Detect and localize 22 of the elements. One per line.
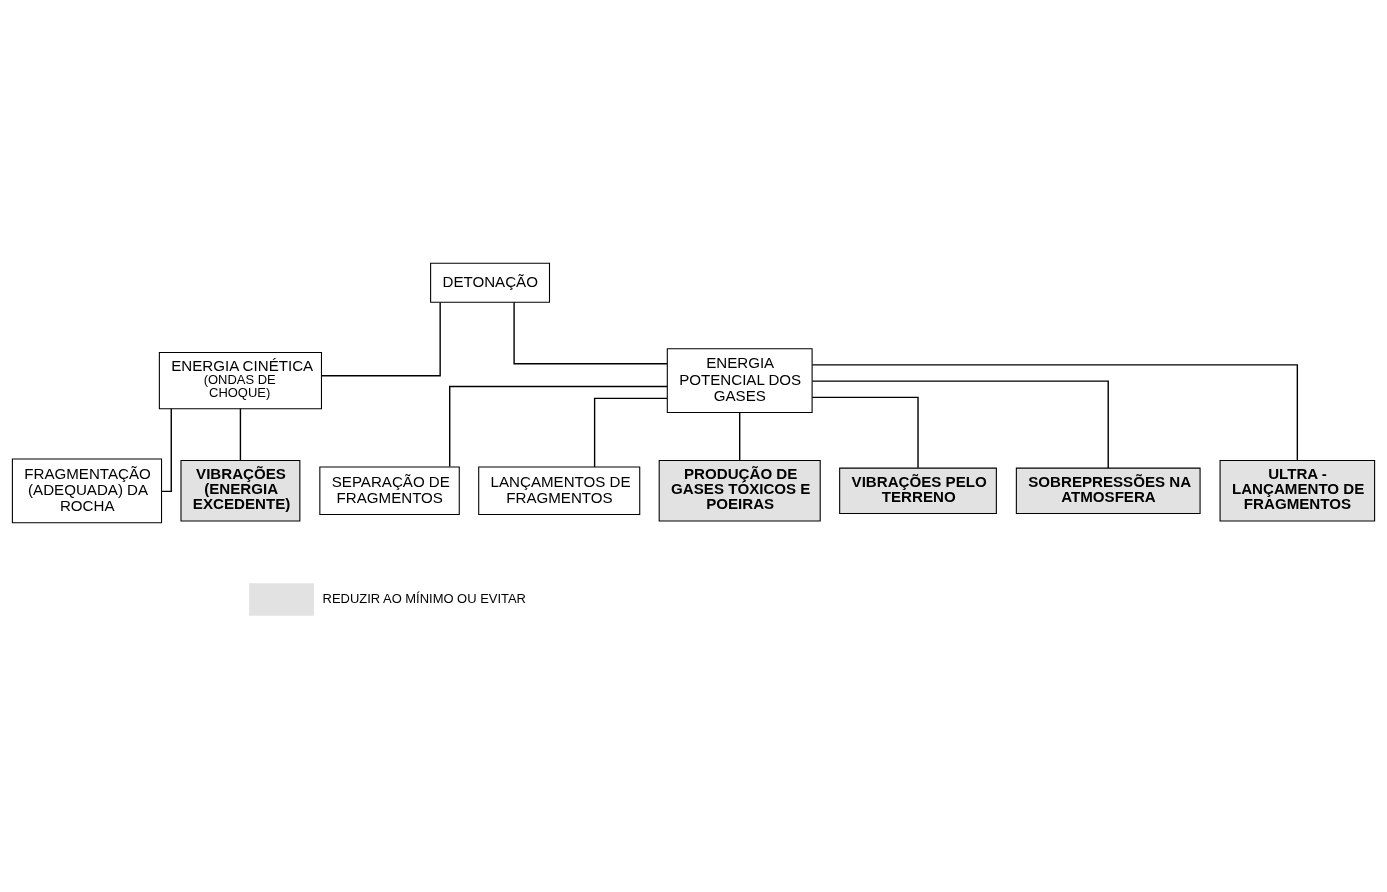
node-box: ENERGIA POTENCIAL DOS GASES (666, 347, 813, 413)
connector (811, 363, 1299, 461)
node-box: DETONAÇÃO (430, 262, 551, 303)
connector (160, 407, 172, 492)
connector (513, 301, 668, 365)
legend-label: REDUZIR AO MÍNIMO OU EVITAR (322, 590, 526, 606)
node-box: ULTRA - LANÇAMENTO DE FRAGMENTOS (1219, 459, 1376, 522)
connector (811, 396, 919, 468)
node-box: SOBREPRESSÕES NA ATMOSFERA (1015, 467, 1201, 514)
connector (811, 379, 1109, 469)
node-box: SEPARAÇÃO DE FRAGMENTOS (319, 466, 460, 515)
node-box: PRODUÇÃO DE GASES TÓXICOS E POEIRAS (658, 459, 821, 522)
connector (320, 301, 441, 376)
node-box: VIBRAÇÕES (ENERGIA EXCEDENTE) (180, 459, 301, 522)
connector (739, 411, 741, 461)
connector (449, 385, 668, 467)
node-box: ENERGIA CINÉTICA (ONDAS DE CHOQUE) (158, 351, 322, 409)
node-box: VIBRAÇÕES PELO TERRENO (839, 467, 997, 514)
node-box: FRAGMENTAÇÃO (ADEQUADA) DA ROCHA (11, 457, 163, 523)
connector (239, 407, 242, 461)
connector (593, 397, 668, 468)
node-box: LANÇAMENTOS DE FRAGMENTOS (478, 466, 641, 515)
